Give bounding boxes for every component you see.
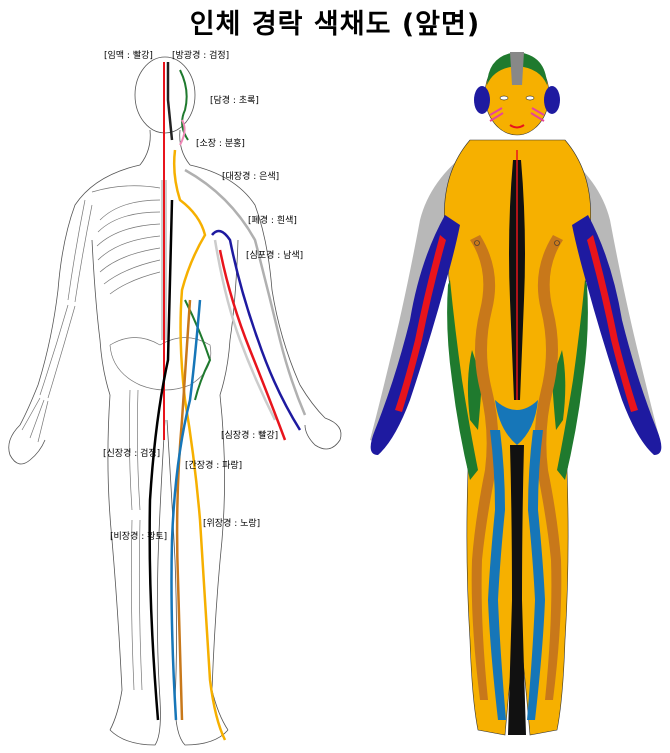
left-skeleton [21,180,212,691]
liver-line [170,299,202,721]
heart-line [218,249,287,441]
spleen-line [175,299,192,721]
label-large: [대장경 : 은색] [222,170,279,182]
lung-line [213,239,277,421]
label-lung: [폐경 : 흰색] [248,214,297,226]
small-line [179,119,186,146]
label-stomach: [위장경 : 노랑] [203,517,260,529]
legend-labels: [임맥 : 빨강] [방광경 : 검정] [담경 : 초록] [소장 : 분홍]… [103,49,303,542]
label-gall: [담경 : 초록] [210,94,259,106]
label-spleen: [비장경 : 황토] [110,530,167,542]
label-ren: [임맥 : 빨강] [104,49,153,61]
gall-line-body [184,299,212,401]
large-line [184,168,307,416]
label-liver: [간장경 : 파랑] [185,459,242,471]
label-pericardium: [심포경 : 남색] [246,249,303,261]
bladder-line [166,62,174,141]
left-meridian-lines [148,62,307,741]
page-title: 인체 경락 색채도 (앞면) [189,9,481,40]
left-body-outline [8,56,342,746]
label-heart: [심장경 : 빨강] [221,429,278,441]
kidney-line [148,199,174,721]
label-small: [소장 : 분홍] [196,137,245,149]
right-colored-body [370,52,662,736]
pericardium-line [211,229,302,431]
label-bladder: [방광경 : 검정] [172,49,229,61]
label-kidney: [신장경 : 검정] [103,447,160,459]
